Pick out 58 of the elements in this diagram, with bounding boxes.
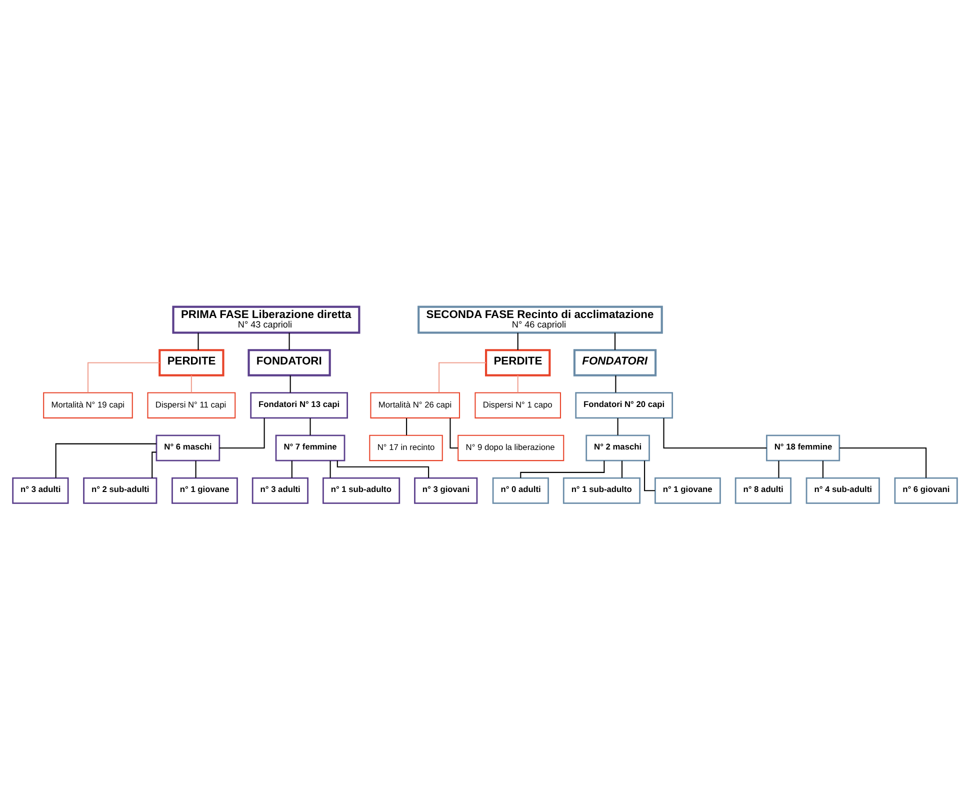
- node-box: n° 3 giovani: [414, 476, 478, 504]
- node-box: n° 1 sub-adulto: [322, 476, 400, 504]
- connector: [517, 375, 518, 392]
- connector: [310, 418, 311, 435]
- node-box: n° 6 giovani: [894, 476, 958, 504]
- node-box: n° 4 sub-adulti: [806, 476, 880, 504]
- node-box: n° 0 adulti: [492, 476, 549, 504]
- node-box: N° 2 maschi: [586, 434, 650, 461]
- node-box: n° 1 giovane: [654, 476, 721, 504]
- node-box: N° 7 femmine: [275, 434, 346, 461]
- connector: [450, 418, 458, 448]
- connector: [198, 332, 199, 350]
- node-box: Mortalità N° 26 capi: [370, 392, 460, 418]
- node-box: FONDATORI: [573, 348, 657, 376]
- node-box: Fondatori N° 13 capi: [250, 392, 348, 418]
- node-box: n° 3 adulti: [12, 476, 69, 504]
- connector: [644, 460, 655, 491]
- connector: [330, 460, 331, 478]
- connector: [55, 442, 156, 478]
- connector: [822, 460, 824, 478]
- connector: [520, 460, 605, 478]
- node-box: n° 1 sub-adulto: [562, 476, 641, 504]
- node-box: n° 3 adulti: [252, 476, 309, 504]
- connector: [406, 418, 408, 435]
- connector: [152, 451, 156, 478]
- node-box: N° 9 dopo la liberazione: [458, 434, 564, 461]
- connector: [288, 332, 290, 350]
- connector: [614, 332, 616, 350]
- node-box: PRIMA FASE Liberazione diretta N° 43 caprioli: [172, 305, 360, 334]
- node-box: n° 2 sub-adulti: [83, 476, 158, 504]
- connector: [290, 375, 291, 392]
- node-box: SECONDA FASE Recinto di acclimatazione N° 46 caprioli: [418, 305, 663, 334]
- connector: [195, 460, 196, 478]
- connector: [190, 375, 192, 392]
- node-box: n° 1 giovane: [172, 476, 238, 504]
- connector: [291, 460, 292, 478]
- node-box: N° 17 in recinto: [369, 434, 443, 461]
- connector: [663, 418, 767, 448]
- node-box: Fondatori N° 20 capi: [575, 392, 674, 418]
- connector: [615, 375, 616, 392]
- node-box: FONDATORI: [248, 348, 331, 376]
- connector: [87, 362, 160, 392]
- connector: [336, 460, 430, 478]
- node-box: N° 18 femmine: [766, 434, 840, 461]
- connector: [517, 332, 518, 350]
- node-box: Mortalità N° 19 capi: [43, 392, 133, 418]
- connector: [219, 418, 265, 448]
- connector: [840, 446, 927, 478]
- node-box: Dispersi N° 1 capo: [474, 392, 562, 418]
- connector: [617, 418, 618, 435]
- node-box: N° 6 maschi: [156, 434, 220, 461]
- node-box: PERDITE: [485, 348, 551, 376]
- node-box: Dispersi N° 11 capi: [147, 392, 236, 418]
- connector: [438, 362, 486, 392]
- node-box: PERDITE: [158, 348, 224, 376]
- connector: [778, 460, 780, 478]
- node-box: n° 8 adulti: [734, 476, 792, 504]
- connector: [621, 460, 623, 478]
